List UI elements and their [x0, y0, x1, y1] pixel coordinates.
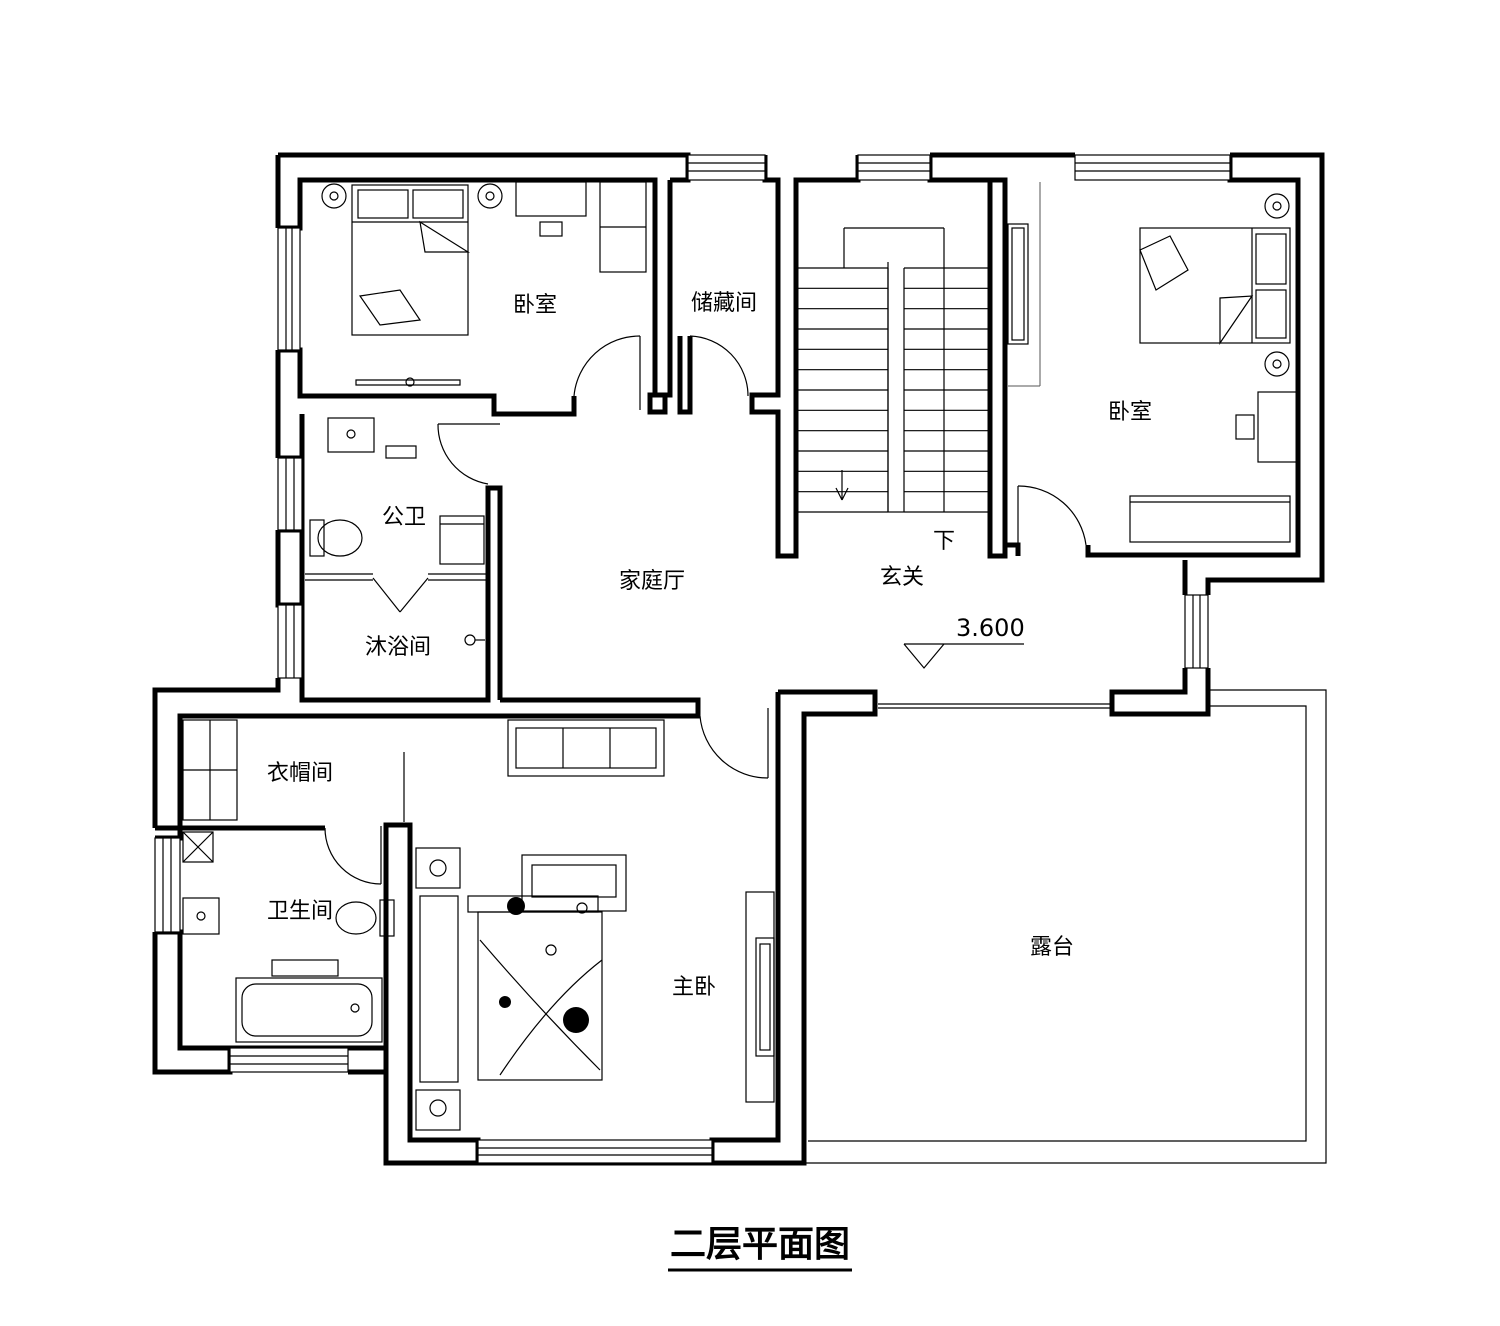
- label-bedroom-ne: 卧室: [1108, 400, 1152, 425]
- label-shower: 沐浴间: [365, 635, 431, 660]
- label-cloakroom: 衣帽间: [267, 761, 333, 786]
- doors: [305, 335, 1087, 885]
- drawing-title: 二层平面图: [670, 1224, 850, 1265]
- label-master-bath: 卫生间: [267, 899, 333, 924]
- label-bedroom-nw: 卧室: [513, 293, 557, 318]
- stair-arrow: [835, 487, 843, 501]
- label-master-bedroom: 主卧: [672, 975, 716, 1000]
- label-storage: 储藏间: [691, 291, 757, 316]
- elevation-value: 3.600: [956, 614, 1025, 642]
- label-stair-down: 下: [933, 529, 955, 554]
- elevation-symbol: [903, 643, 1024, 669]
- windows: [154, 154, 1231, 1164]
- drawing-title-block: 二层平面图: [668, 1224, 852, 1272]
- furniture: [182, 181, 1299, 1131]
- stair-arrow: [841, 487, 849, 501]
- room-labels: 卧室 储藏间 卧室 公卫 沐浴间 家庭厅 玄关 下 衣帽间 卫生间 主卧 露台 …: [267, 291, 1152, 1000]
- label-foyer: 玄关: [880, 565, 924, 590]
- label-terrace: 露台: [1030, 935, 1074, 960]
- terrace-outline: [478, 689, 1327, 1164]
- staircase: [798, 227, 988, 513]
- label-public-bath: 公卫: [382, 505, 426, 530]
- label-family-hall: 家庭厅: [619, 569, 685, 594]
